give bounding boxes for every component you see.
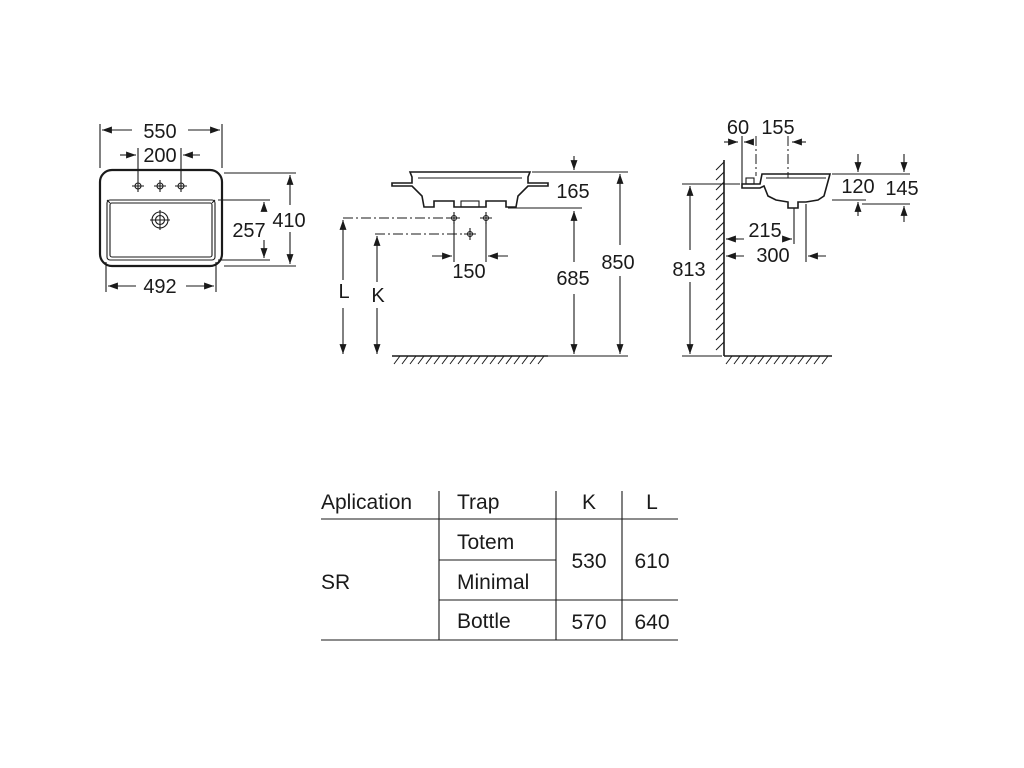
cell-k: 530	[571, 550, 606, 573]
cell-trap: Minimal	[457, 571, 529, 594]
basin-side-profile	[741, 173, 832, 209]
cell-application: SR	[321, 571, 350, 594]
dim-overall-width: 550	[143, 121, 176, 143]
dim-rim-height: 850	[601, 252, 634, 274]
cell-k: 570	[571, 611, 606, 634]
dim-floor-to-bottom: 813	[672, 259, 705, 281]
dim-tap-distance: 155	[761, 117, 794, 139]
label-K: K	[371, 285, 385, 307]
dim-rim-to-waste: 685	[556, 268, 589, 290]
basin-front-profile	[391, 171, 549, 208]
floor-hatch	[393, 355, 545, 365]
wall-hatch	[715, 161, 725, 351]
cell-trap: Totem	[457, 531, 514, 554]
dim-bowl-depth: 257	[232, 220, 265, 242]
cell-l: 610	[634, 550, 669, 573]
side-view: 60 155 120 145 215 300 813	[672, 117, 919, 365]
cell-trap: Bottle	[457, 610, 511, 633]
header-application: Aplication	[321, 491, 412, 514]
table-grid	[321, 491, 678, 641]
dim-base-width: 492	[143, 276, 176, 298]
trap-table: Aplication Trap K L SR Totem Minimal Bot…	[321, 491, 678, 641]
dim-projection: 300	[756, 245, 789, 267]
dim-waste-distance: 215	[748, 220, 781, 242]
dim-tap-spacing: 200	[143, 145, 176, 167]
dim-waste-offset: 150	[452, 261, 485, 283]
waste-outlet	[150, 210, 170, 230]
dim-overall-depth: 410	[272, 210, 305, 232]
side-floor-hatch	[725, 355, 829, 365]
front-view: L K 150 165 685 850	[338, 156, 635, 365]
top-view: 550 200 492 257 410	[98, 121, 306, 298]
tap-holes	[132, 180, 187, 192]
trap-centerlines	[343, 212, 492, 262]
header-l: L	[646, 491, 658, 514]
header-k: K	[582, 491, 596, 514]
header-trap: Trap	[457, 491, 499, 514]
dim-bowl-inner-depth: 120	[841, 176, 874, 198]
dim-wall-gap: 60	[727, 117, 749, 139]
label-L: L	[338, 281, 349, 303]
basin-outline	[98, 168, 224, 268]
dim-bowl-outer-depth: 145	[885, 178, 918, 200]
cell-l: 640	[634, 611, 669, 634]
dim-basin-height: 165	[556, 181, 589, 203]
